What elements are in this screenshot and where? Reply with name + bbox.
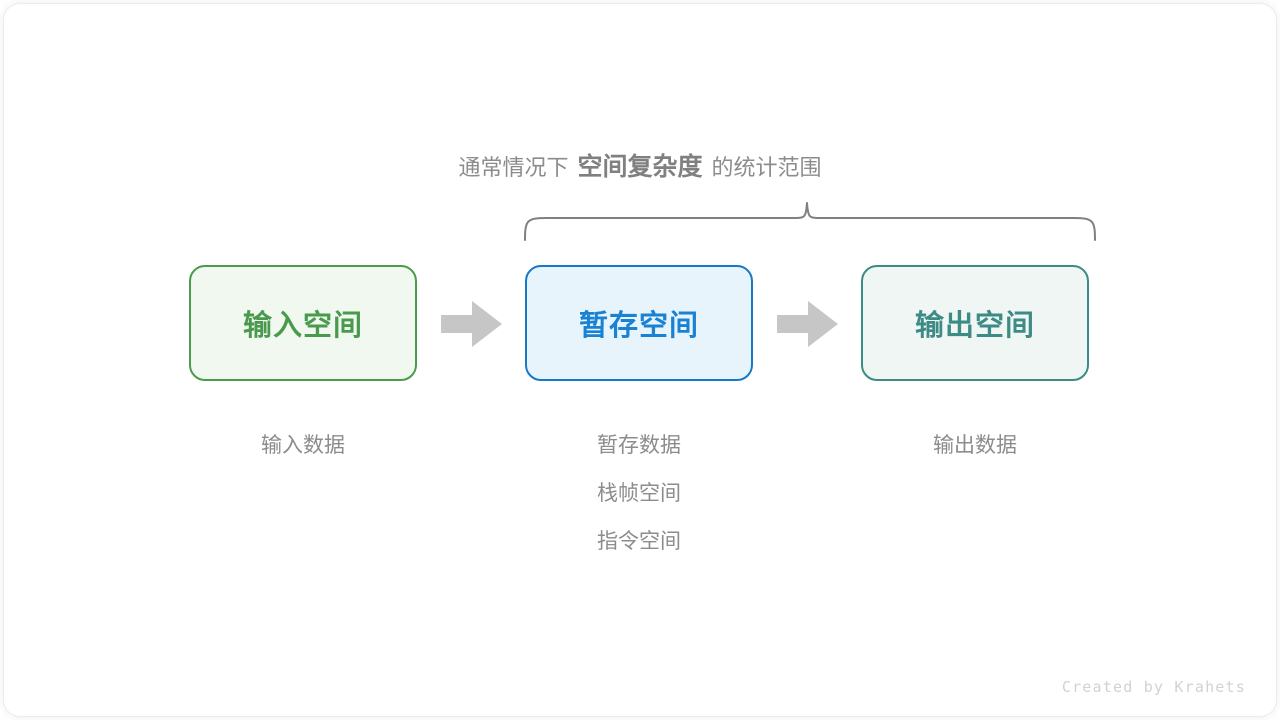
scope-caption-prefix: 通常情况下 [458, 155, 569, 180]
caption-group-output: 输出数据 [861, 422, 1089, 470]
box-output-space-label: 输出空间 [914, 310, 1035, 342]
caption-output-data: 输出数据 [933, 434, 1017, 457]
caption-temp-data: 暂存数据 [597, 434, 681, 457]
box-temp-space-label: 暂存空间 [578, 310, 699, 342]
scope-caption: 通常情况下空间复杂度的统计范围 [0, 150, 1280, 185]
caption-group-input: 输入数据 [189, 422, 417, 470]
caption-input-data: 输入数据 [261, 434, 345, 457]
box-input-space[interactable]: 输入空间 [189, 265, 417, 381]
caption-stack-frame-space: 栈帧空间 [597, 482, 681, 505]
box-temp-space[interactable]: 暂存空间 [525, 265, 753, 381]
caption-instruction-space: 指令空间 [597, 530, 681, 553]
box-output-space[interactable]: 输出空间 [861, 265, 1089, 381]
caption-group-temp: 暂存数据 栈帧空间 指令空间 [525, 422, 753, 566]
scope-caption-emphasis: 空间复杂度 [577, 153, 703, 181]
curly-brace-icon [524, 202, 1096, 241]
arrow-right-icon [441, 301, 502, 347]
watermark-credit: Created by Krahets [1061, 678, 1246, 696]
scope-caption-suffix: 的统计范围 [711, 155, 822, 180]
box-input-space-label: 输入空间 [242, 310, 363, 342]
arrow-right-icon [777, 301, 838, 347]
